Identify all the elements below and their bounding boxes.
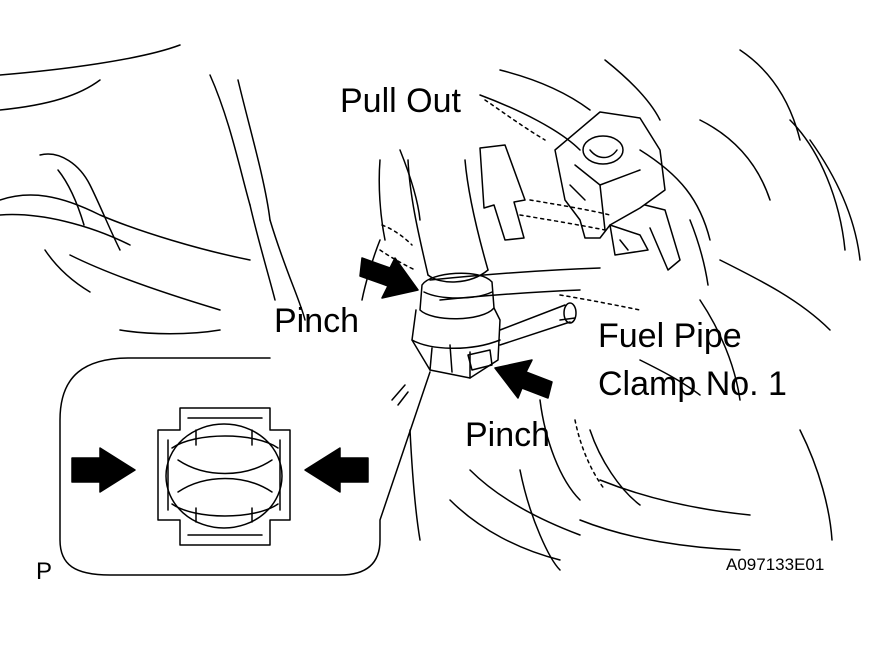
fuel-hose	[407, 159, 489, 283]
callout-pointer	[59, 357, 431, 576]
pinch-label-top: Pinch	[274, 302, 360, 340]
fuel-pipe	[499, 302, 577, 346]
pull-out-label: Pull Out	[340, 82, 461, 120]
corner-mark: P	[36, 558, 53, 585]
pinch-label-bottom: Pinch	[465, 416, 551, 454]
detail-connector	[157, 407, 291, 546]
quick-connector	[411, 272, 501, 379]
pinch-arrow-icon	[494, 359, 553, 399]
pull-out-arrow-icon	[479, 144, 526, 241]
background-outlines	[0, 44, 861, 571]
pinch-arrow-icon	[304, 447, 369, 493]
fuel-pipe-clamp	[554, 111, 681, 271]
pinch-arrow-icon	[359, 257, 419, 299]
fuel-pipe-clamp-label-line2: Clamp No. 1	[598, 365, 787, 403]
pinch-arrow-icon	[71, 447, 136, 493]
figure-code: A097133E01	[726, 555, 825, 574]
hatch-marks	[379, 99, 641, 491]
callout-pointer-tip	[391, 384, 409, 406]
fuel-pipe-clamp-label-line1: Fuel Pipe	[598, 317, 742, 355]
